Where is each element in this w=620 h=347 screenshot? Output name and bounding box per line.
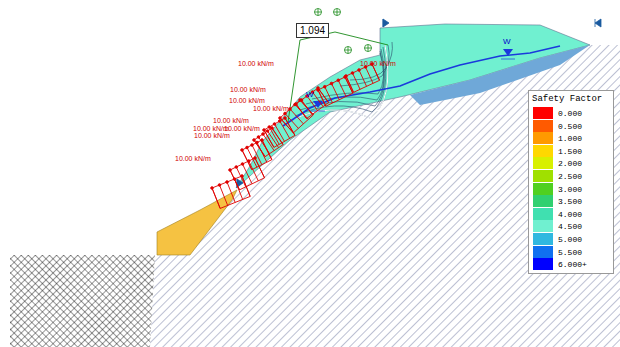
legend-value: 5.500 (558, 248, 582, 257)
load-label: 10.00 kN/m (253, 105, 289, 112)
water-marker (503, 49, 513, 56)
legend-panel: Safety Factor 0.000 0.500 1.000 1.500 2.000 2.… (528, 90, 614, 274)
legend-value: 1.000 (558, 134, 582, 143)
legend-title: Safety Factor (532, 94, 602, 104)
cross-hatched-base (10, 255, 155, 347)
load-label: 10.00 kN/m (229, 97, 265, 104)
legend-value: 4.000 (558, 210, 582, 219)
legend-value: 1.500 (558, 147, 582, 156)
load-label: 10.00 kN/m (194, 132, 230, 139)
load-label: 10.00 kN/m (175, 155, 211, 162)
legend-swatch (533, 246, 553, 258)
water-table (283, 46, 560, 126)
load-label: 10.00 kN/m (224, 125, 260, 132)
legend-swatch (533, 120, 553, 132)
legend-swatch (533, 132, 553, 144)
load-label: 10.00 kN/m (230, 86, 266, 93)
slip-radius (288, 32, 388, 122)
load-label: 10.00 kN/m (238, 60, 274, 67)
legend-value: 2.000 (558, 159, 582, 168)
water-label: W (306, 91, 314, 99)
distributed-loads (211, 63, 380, 209)
legend-swatch (533, 233, 553, 245)
legend-value: 6.000+ (558, 260, 587, 269)
legend-swatch (533, 195, 553, 207)
legend-value: 0.000 (558, 109, 582, 118)
legend-swatch (533, 220, 553, 232)
legend-value: 2.500 (558, 172, 582, 181)
critical-surface (288, 45, 388, 122)
load-label: 10.00 kN/m (360, 60, 396, 67)
legend-swatch (533, 170, 553, 182)
legend-swatch (533, 183, 553, 195)
legend-value: 3.500 (558, 197, 582, 206)
legend-swatch (533, 107, 553, 119)
factor-box: 1.094 (296, 23, 329, 38)
slip-surfaces (288, 42, 392, 122)
water-label: W (503, 38, 511, 46)
legend-swatch (533, 208, 553, 220)
safety-factor-value: 1.094 (300, 25, 325, 36)
legend-swatch (533, 157, 553, 169)
legend-swatch (533, 258, 553, 270)
load-label: 10.00 kN/m (213, 117, 249, 124)
legend-swatch (533, 145, 553, 157)
load-label: 10.00 kN/m (193, 125, 229, 132)
legend-value: 3.000 (558, 185, 582, 194)
legend-value: 5.000 (558, 235, 582, 244)
legend-value: 0.500 (558, 122, 582, 131)
legend-value: 4.500 (558, 222, 582, 231)
